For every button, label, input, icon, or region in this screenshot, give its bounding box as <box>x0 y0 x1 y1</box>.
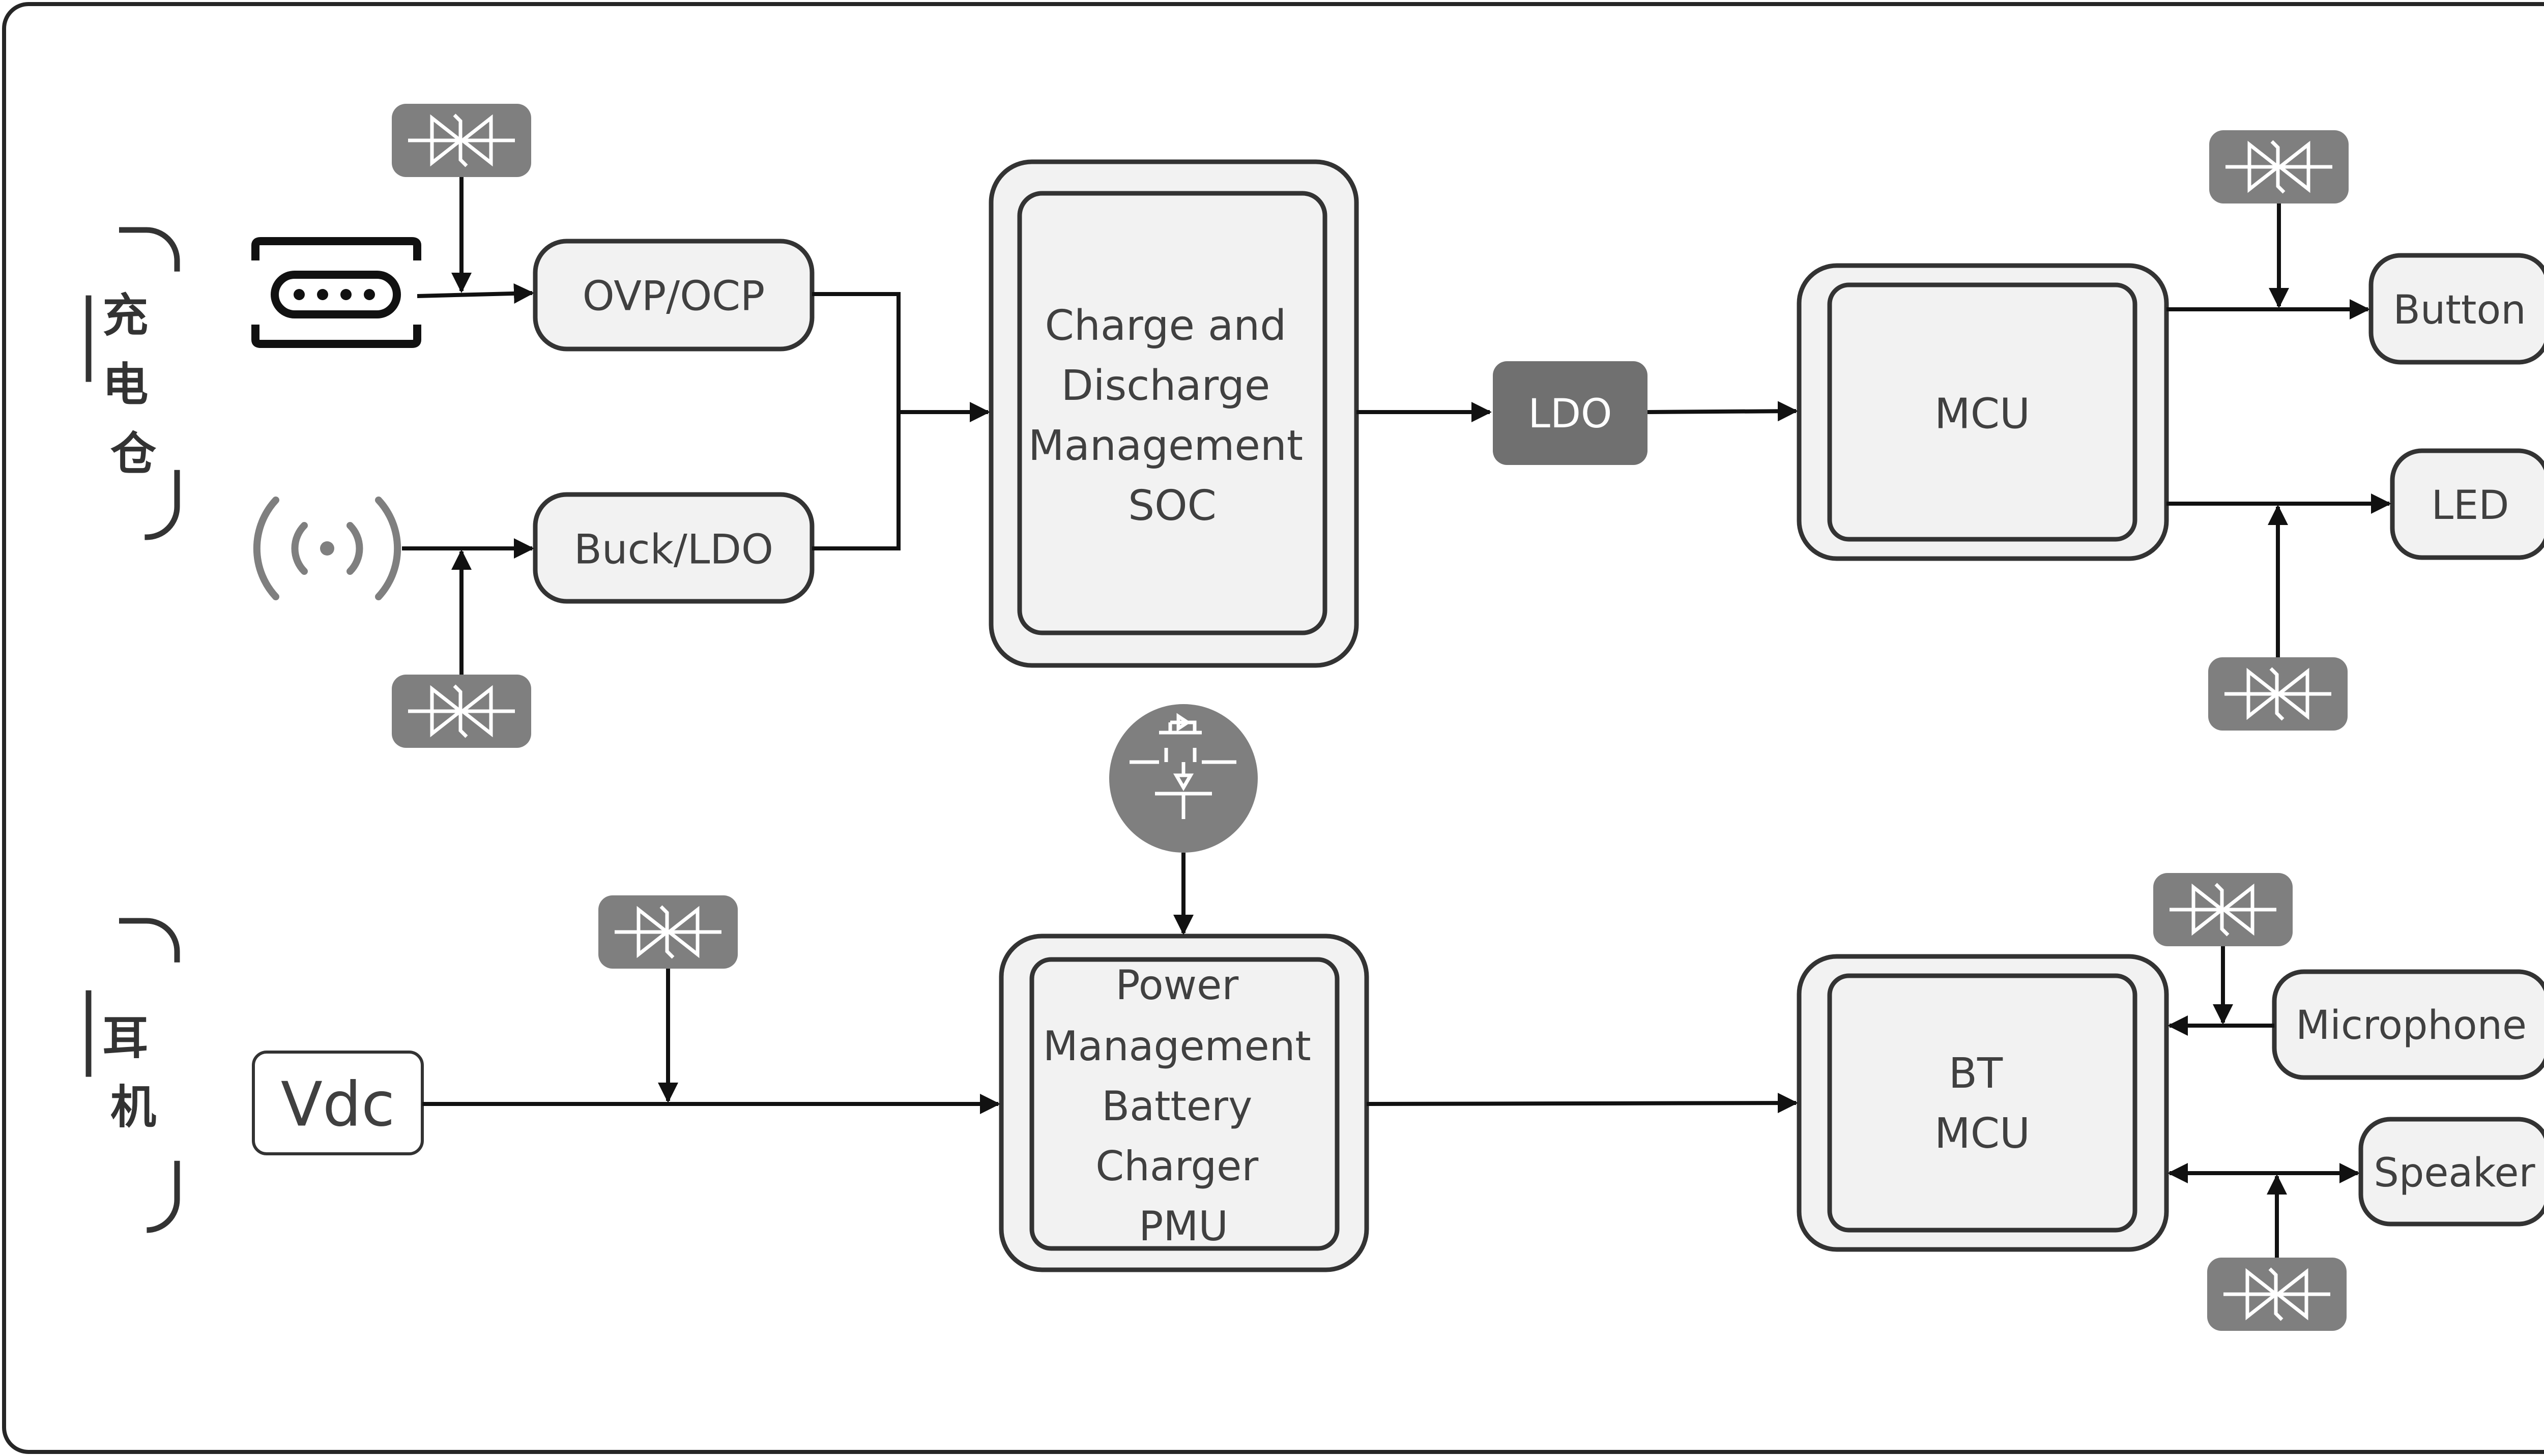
mcu-label: MCU <box>1934 390 2030 439</box>
pmu-inner-block <box>1029 957 1340 1251</box>
tvs-diode-icon <box>2207 1258 2347 1331</box>
earphone-label: 耳 机 <box>102 1011 164 1134</box>
ovp-ocp-label: OVP/OCP <box>583 273 765 320</box>
ldo-block <box>1493 361 1647 465</box>
tvs-diode-icon <box>2153 873 2293 946</box>
microphone-label: Microphone <box>2296 1003 2527 1049</box>
tvs-diode-icon <box>2208 657 2348 731</box>
pmu-label: Power Management Battery Charger PMU <box>1043 962 1324 1250</box>
tvs-diode-icon <box>392 104 531 177</box>
mcu-inner-block <box>1827 282 2137 542</box>
buck-ldo-label: Buck/LDO <box>574 526 773 573</box>
charging-case-label: 充 电 仓 <box>102 289 164 481</box>
wireless-charging-icon <box>253 497 401 600</box>
speaker-label: Speaker <box>2374 1150 2535 1196</box>
soc-label: Charge and Discharge Management SOC <box>1028 302 1316 530</box>
mosfet-icon <box>1109 704 1258 853</box>
usb-port-icon <box>251 237 421 348</box>
button-label: Button <box>2393 287 2526 333</box>
earphone-bracket <box>85 918 180 1233</box>
bt-mcu-label: BT MCU <box>1934 1050 2030 1158</box>
soc-inner-block <box>1017 191 1327 635</box>
button-block <box>2368 253 2544 365</box>
speaker-block <box>2358 1117 2544 1227</box>
tvs-diode-icon <box>598 895 738 969</box>
led-label: LED <box>2432 483 2509 529</box>
ldo-label: LDO <box>1528 391 1612 437</box>
bt-mcu-inner-block <box>1827 973 2137 1233</box>
tvs-diode-icon <box>2209 130 2349 203</box>
connection-wires <box>402 177 2391 1258</box>
tvs-diode-icon <box>392 675 531 748</box>
vdc-label: Vdc <box>281 1070 395 1141</box>
charging-case-bracket <box>85 227 180 540</box>
led-block <box>2390 448 2544 560</box>
